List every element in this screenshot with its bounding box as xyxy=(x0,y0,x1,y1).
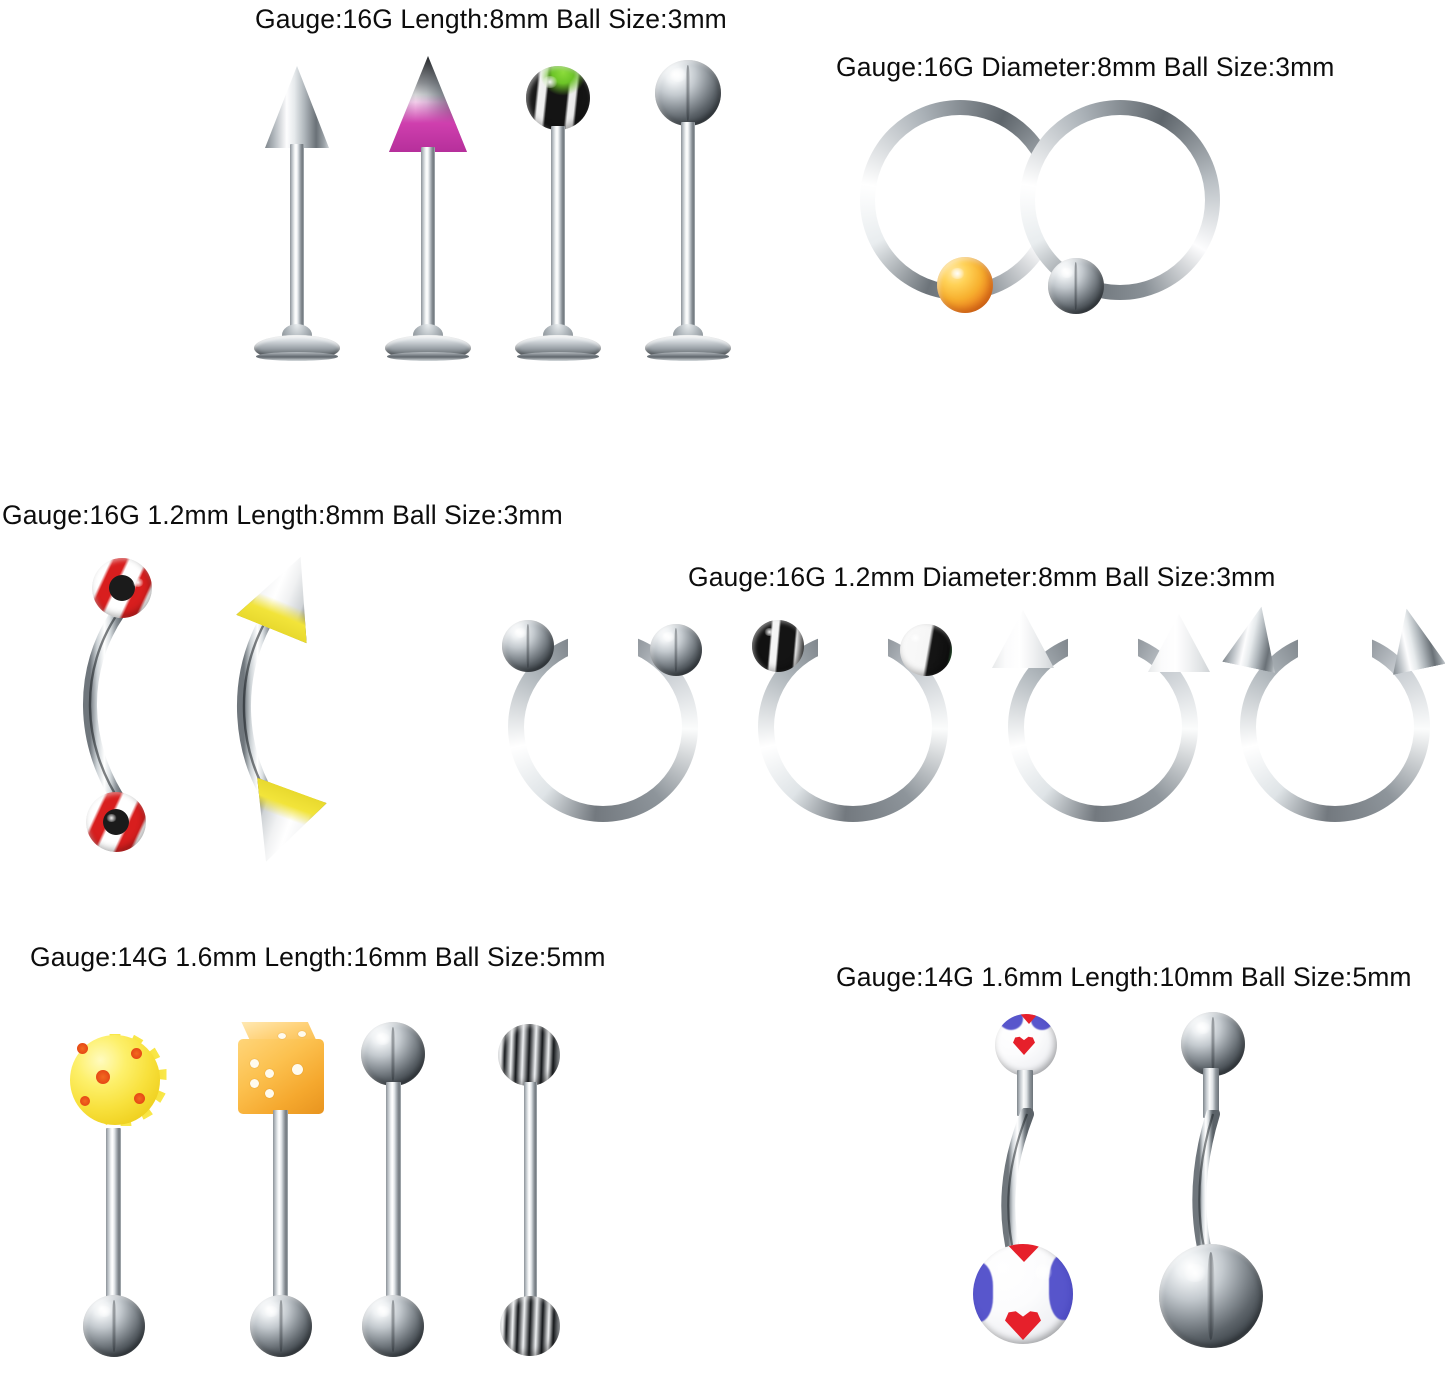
steel-cone-icon xyxy=(265,66,329,148)
steel-ball-icon xyxy=(250,1295,312,1357)
stud-disc-rim xyxy=(256,352,338,361)
group-belly-button-rings xyxy=(965,1012,1295,1372)
orange-acrylic-bead-icon xyxy=(937,257,993,313)
horseshoe-white-acrylic-spikes xyxy=(992,610,1210,822)
group-curved-barbells xyxy=(60,552,360,872)
horseshoe-gap xyxy=(568,618,638,664)
striped-acrylic-ball-icon xyxy=(500,1296,560,1356)
horseshoe-inner-hole xyxy=(1024,648,1182,806)
horseshoe-gap xyxy=(1068,614,1138,664)
white-acrylic-spike-icon xyxy=(992,610,1054,668)
horseshoe-inner-hole xyxy=(774,648,932,806)
group-labret-studs xyxy=(240,52,760,362)
black-green-marbled-ball-icon xyxy=(526,66,590,130)
stud-disc-rim xyxy=(517,352,599,361)
group-horseshoe-barbells xyxy=(500,612,1430,842)
orange-dice-cube-icon xyxy=(238,1022,324,1114)
eyeball-acrylic-ball-icon xyxy=(92,558,152,618)
stud-shaft xyxy=(681,122,695,334)
black-acrylic-ball-icon xyxy=(752,620,804,672)
heart-acrylic-ball-large-icon xyxy=(973,1244,1073,1344)
barbell-shaft xyxy=(386,1082,401,1310)
steel-spike-icon xyxy=(1380,603,1445,675)
horseshoe-steel-balls xyxy=(502,618,702,822)
steel-ball-icon xyxy=(362,1295,424,1357)
white-acrylic-spike-icon xyxy=(1148,614,1210,672)
pink-gradient-cone-icon xyxy=(389,56,467,152)
belly-shaft-upper xyxy=(1203,1068,1219,1118)
stud-disc-rim xyxy=(387,352,469,361)
horseshoe-inner-hole xyxy=(524,648,682,806)
stud-shaft xyxy=(551,126,565,334)
curved-shaft xyxy=(83,606,129,812)
spec-label-tongue-barbells: Gauge:14G 1.6mm Length:16mm Ball Size:5m… xyxy=(30,942,606,972)
striped-acrylic-ball-icon xyxy=(498,1024,560,1086)
eyeball-acrylic-ball-icon xyxy=(86,792,146,852)
horseshoe-steel-spikes xyxy=(1240,632,1430,822)
white-black-acrylic-ball-icon xyxy=(900,624,952,676)
stud-shaft xyxy=(290,144,304,334)
barbell-shaft xyxy=(106,1128,121,1310)
stud-disc-rim xyxy=(647,352,729,361)
barbell-shaft xyxy=(273,1110,288,1310)
horseshoe-gap xyxy=(818,618,888,664)
steel-ball-icon xyxy=(655,60,721,126)
ring-inner-hole xyxy=(1035,115,1205,285)
yellow-spiky-koosh-ball-icon xyxy=(35,1000,195,1160)
belly-shaft-upper xyxy=(1017,1070,1033,1116)
horseshoe-inner-hole xyxy=(1256,648,1414,806)
heart-acrylic-ball-small-icon xyxy=(995,1014,1057,1076)
spec-label-horseshoe-barbells: Gauge:16G 1.2mm Diameter:8mm Ball Size:3… xyxy=(688,562,1276,592)
steel-ball-icon xyxy=(650,624,702,676)
steel-ball-icon xyxy=(361,1022,425,1086)
spec-label-curved-barbells: Gauge:16G 1.2mm Length:8mm Ball Size:3mm xyxy=(2,500,563,530)
steel-ball-small-icon xyxy=(1181,1012,1245,1076)
ring-inner-hole xyxy=(875,115,1045,285)
belly-curved-shaft xyxy=(1001,1108,1034,1265)
group-captive-bead-rings xyxy=(860,100,1280,350)
steel-ball-icon xyxy=(502,620,554,672)
stud-shaft xyxy=(421,147,435,334)
spec-label-captive-bead-rings: Gauge:16G Diameter:8mm Ball Size:3mm xyxy=(836,52,1335,82)
spec-label-labret-studs: Gauge:16G Length:8mm Ball Size:3mm xyxy=(255,4,727,34)
steel-ball-icon xyxy=(83,1295,145,1357)
barbell-shaft xyxy=(524,1082,537,1308)
horseshoe-gap xyxy=(1298,612,1372,664)
horseshoe-black-white-balls xyxy=(752,618,952,822)
steel-ball-large-icon xyxy=(1159,1244,1263,1348)
group-tongue-barbells xyxy=(35,1000,615,1365)
spec-label-belly-button-rings: Gauge:14G 1.6mm Length:10mm Ball Size:5m… xyxy=(836,962,1412,992)
steel-bead-icon xyxy=(1048,258,1104,314)
